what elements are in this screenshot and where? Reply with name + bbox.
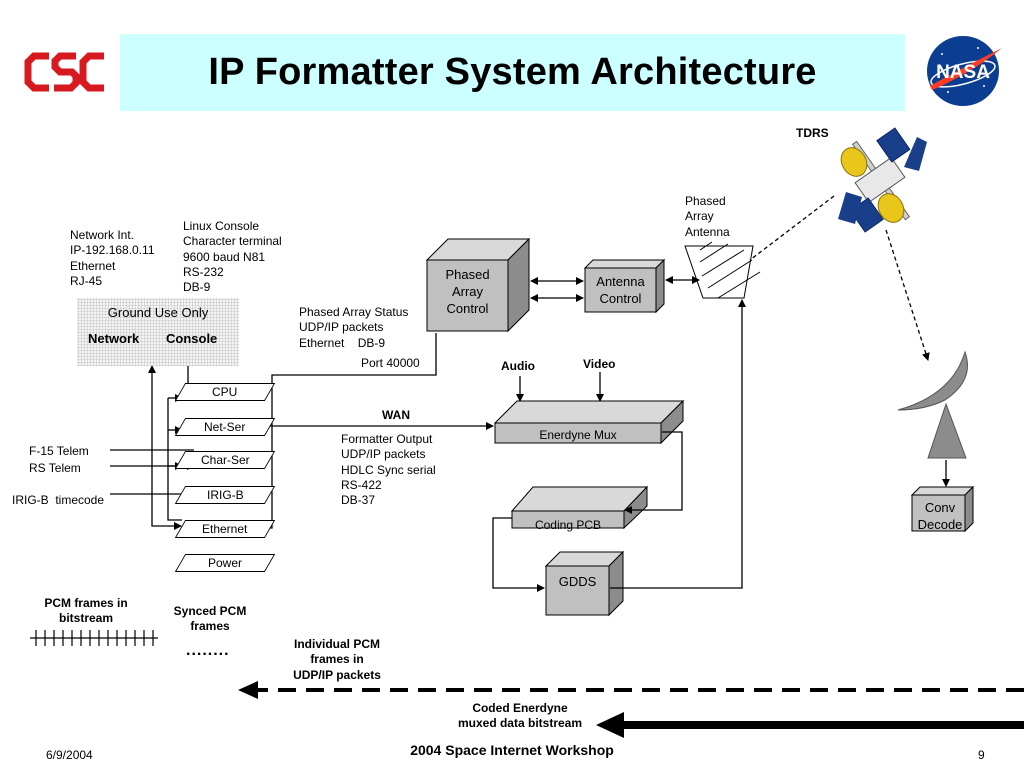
stack-card-power: Power — [174, 554, 276, 572]
audio-label: Audio — [501, 359, 535, 373]
phased-array-status-label: Phased Array Status UDP/IP packets Ether… — [299, 305, 409, 350]
stack-card-irig-b: IRIG-B — [174, 486, 276, 504]
coded-enerdyne-label: Coded Enerdyne muxed data bitstream — [457, 701, 583, 731]
conv-decode-box — [910, 485, 975, 533]
irig-timecode-label: IRIG-B timecode — [12, 493, 105, 507]
conv-decode-label: Conv Decode — [917, 500, 963, 532]
linux-console-label: Linux Console Character terminal 9600 ba… — [183, 219, 282, 295]
enerdyne-mux-box — [493, 399, 685, 445]
phased-array-control-label: Phased Array Control — [445, 267, 490, 316]
slide-title: IP Formatter System Architecture — [208, 51, 817, 93]
tdrs-label: TDRS — [796, 126, 829, 140]
pcm-bitstream-icon — [30, 630, 158, 646]
antenna-control-label: Antenna Control — [596, 274, 645, 306]
footer-date: 6/9/2004 — [46, 748, 93, 762]
console-label: Console — [166, 331, 218, 346]
nasa-logo: NASA — [918, 34, 1008, 108]
enerdyne-mux-label: Enerdyne Mux — [539, 428, 617, 442]
stack-card-char-ser: Char-Ser — [174, 451, 276, 469]
video-label: Video — [583, 357, 616, 371]
phased-array-antenna-label: Phased Array Antenna — [685, 194, 730, 239]
stack-card-ethernet: Ethernet — [174, 520, 276, 538]
rs-telem-label: RS Telem — [29, 461, 81, 475]
coding-pcb-label: Coding PCB — [534, 518, 602, 532]
wan-label: WAN — [382, 408, 410, 422]
csc-logo — [24, 50, 106, 94]
coding-pcb-box — [510, 485, 649, 530]
title-box: IP Formatter System Architecture — [120, 34, 905, 111]
tdrs-satellite — [838, 127, 927, 233]
page-number: 9 — [978, 748, 985, 762]
individual-pcm-label: Individual PCM frames in UDP/IP packets — [293, 637, 381, 682]
pcm-frames-label: PCM frames in bitstream — [44, 596, 128, 626]
svg-text:NASA: NASA — [936, 62, 990, 83]
phased-array-control-box — [425, 237, 531, 333]
footer-title: 2004 Space Internet Workshop — [410, 742, 614, 758]
stack-card-cpu: CPU — [174, 383, 276, 401]
network-int-label: Network Int. IP-192.168.0.11 Ethernet RJ… — [70, 228, 155, 288]
stack-card-net-ser: Net-Ser — [174, 418, 276, 436]
synced-pcm-label: Synced PCM frames — [173, 604, 247, 634]
synced-pcm-dots: ........ — [186, 642, 230, 659]
network-label: Network — [88, 331, 140, 346]
ground-use-only-label: Ground Use Only — [107, 305, 209, 320]
antenna-control-box — [583, 258, 666, 314]
gdds-label: GDDS — [558, 574, 597, 589]
ground-use-only-box — [77, 298, 239, 366]
port-label: Port 40000 — [361, 356, 420, 370]
ground-dish — [897, 350, 968, 459]
formatter-output-label: Formatter Output UDP/IP packets HDLC Syn… — [341, 432, 436, 508]
f15-telem-label: F-15 Telem — [29, 444, 89, 458]
gdds-box — [544, 550, 625, 617]
phased-array-antenna — [684, 241, 761, 299]
